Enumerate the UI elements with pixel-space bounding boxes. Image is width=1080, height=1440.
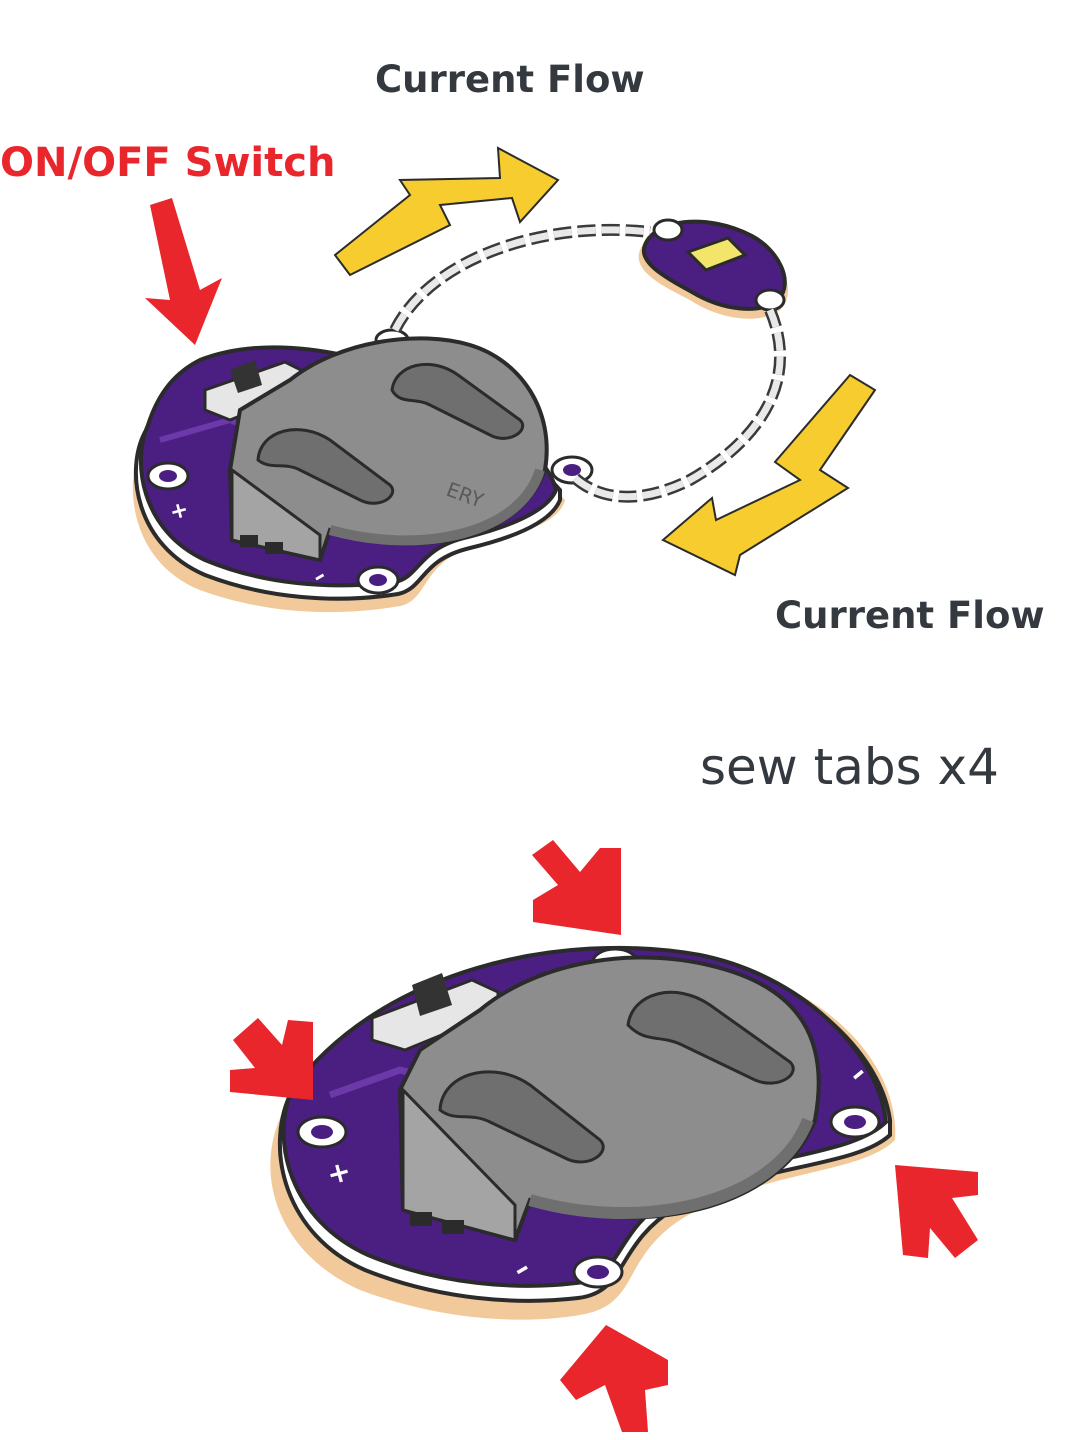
- slide-switch-bottom: [370, 973, 500, 1052]
- current-flow-arrow-icon: [661, 373, 877, 577]
- current-flow-label-bottom: Current Flow: [775, 594, 1045, 637]
- switch-arrow-icon: [145, 198, 222, 345]
- current-flow-arrow-icon: [333, 146, 560, 277]
- sew-tab-arrow-icon: [895, 1165, 978, 1258]
- battery-holder-top: [227, 336, 549, 563]
- sew-tab-arrow-icon: [560, 1325, 668, 1432]
- sew-tabs-label: sew tabs x4: [700, 738, 999, 796]
- battery-board-bottom: + – –: [270, 945, 896, 1320]
- conductive-thread-icon: [389, 223, 786, 503]
- battery-board-top: ERY + – –: [132, 328, 594, 613]
- switch-label: ON/OFF Switch: [0, 140, 336, 186]
- led-board-top: [638, 218, 789, 319]
- sew-tab-arrow-icon: [230, 1018, 313, 1100]
- sew-tab-arrow-icon: [532, 840, 621, 935]
- current-flow-label-top: Current Flow: [375, 58, 645, 101]
- board-top-minus-right: –: [563, 418, 587, 444]
- battery-holder-bottom: [397, 955, 821, 1243]
